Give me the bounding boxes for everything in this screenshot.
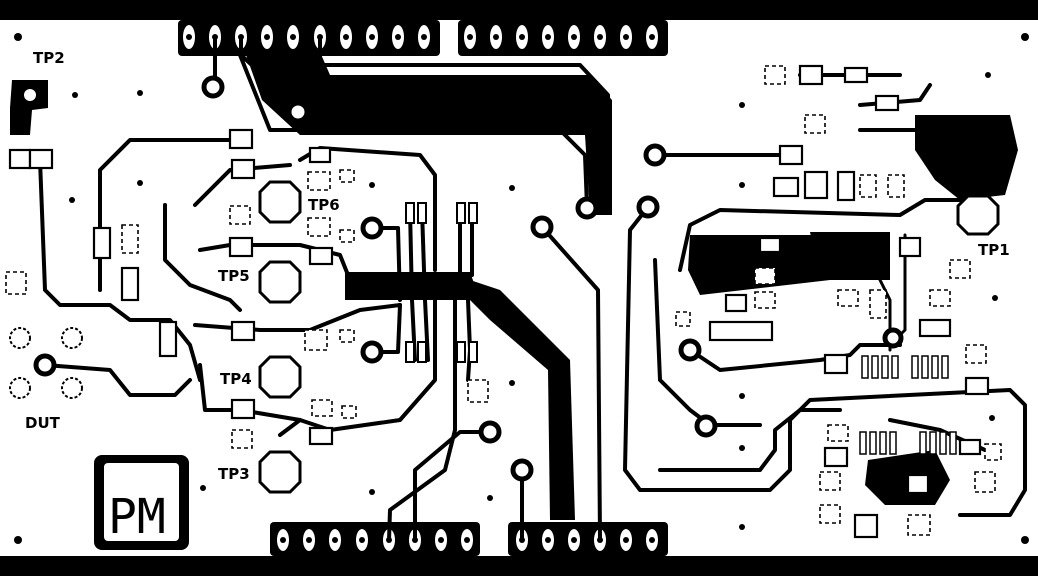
top-header-left	[178, 20, 440, 56]
ic-left	[405, 202, 478, 363]
label-tp6: TP6	[308, 196, 340, 214]
label-tp3: TP3	[218, 465, 250, 483]
signal-traces	[38, 35, 1027, 542]
label-tp2: TP2	[33, 49, 65, 67]
copper-pours	[245, 52, 1018, 520]
label-tp4: TP4	[220, 370, 252, 388]
label-tp5: TP5	[218, 267, 250, 285]
pm-logo: PM	[94, 455, 189, 550]
top-header-right	[458, 20, 668, 56]
logo-text: PM	[108, 489, 166, 545]
label-dut: DUT	[25, 414, 61, 432]
bottom-header-right	[508, 522, 668, 556]
smd-pads	[8, 64, 990, 539]
tp2-pad	[10, 80, 48, 135]
vias	[14, 33, 1029, 544]
bottom-header-left	[270, 522, 480, 556]
test-point-pads	[258, 180, 1000, 494]
ic-right	[859, 355, 957, 455]
label-tp1: TP1	[978, 241, 1010, 259]
dashed-pads	[5, 65, 1002, 536]
dut-pads	[9, 327, 83, 399]
